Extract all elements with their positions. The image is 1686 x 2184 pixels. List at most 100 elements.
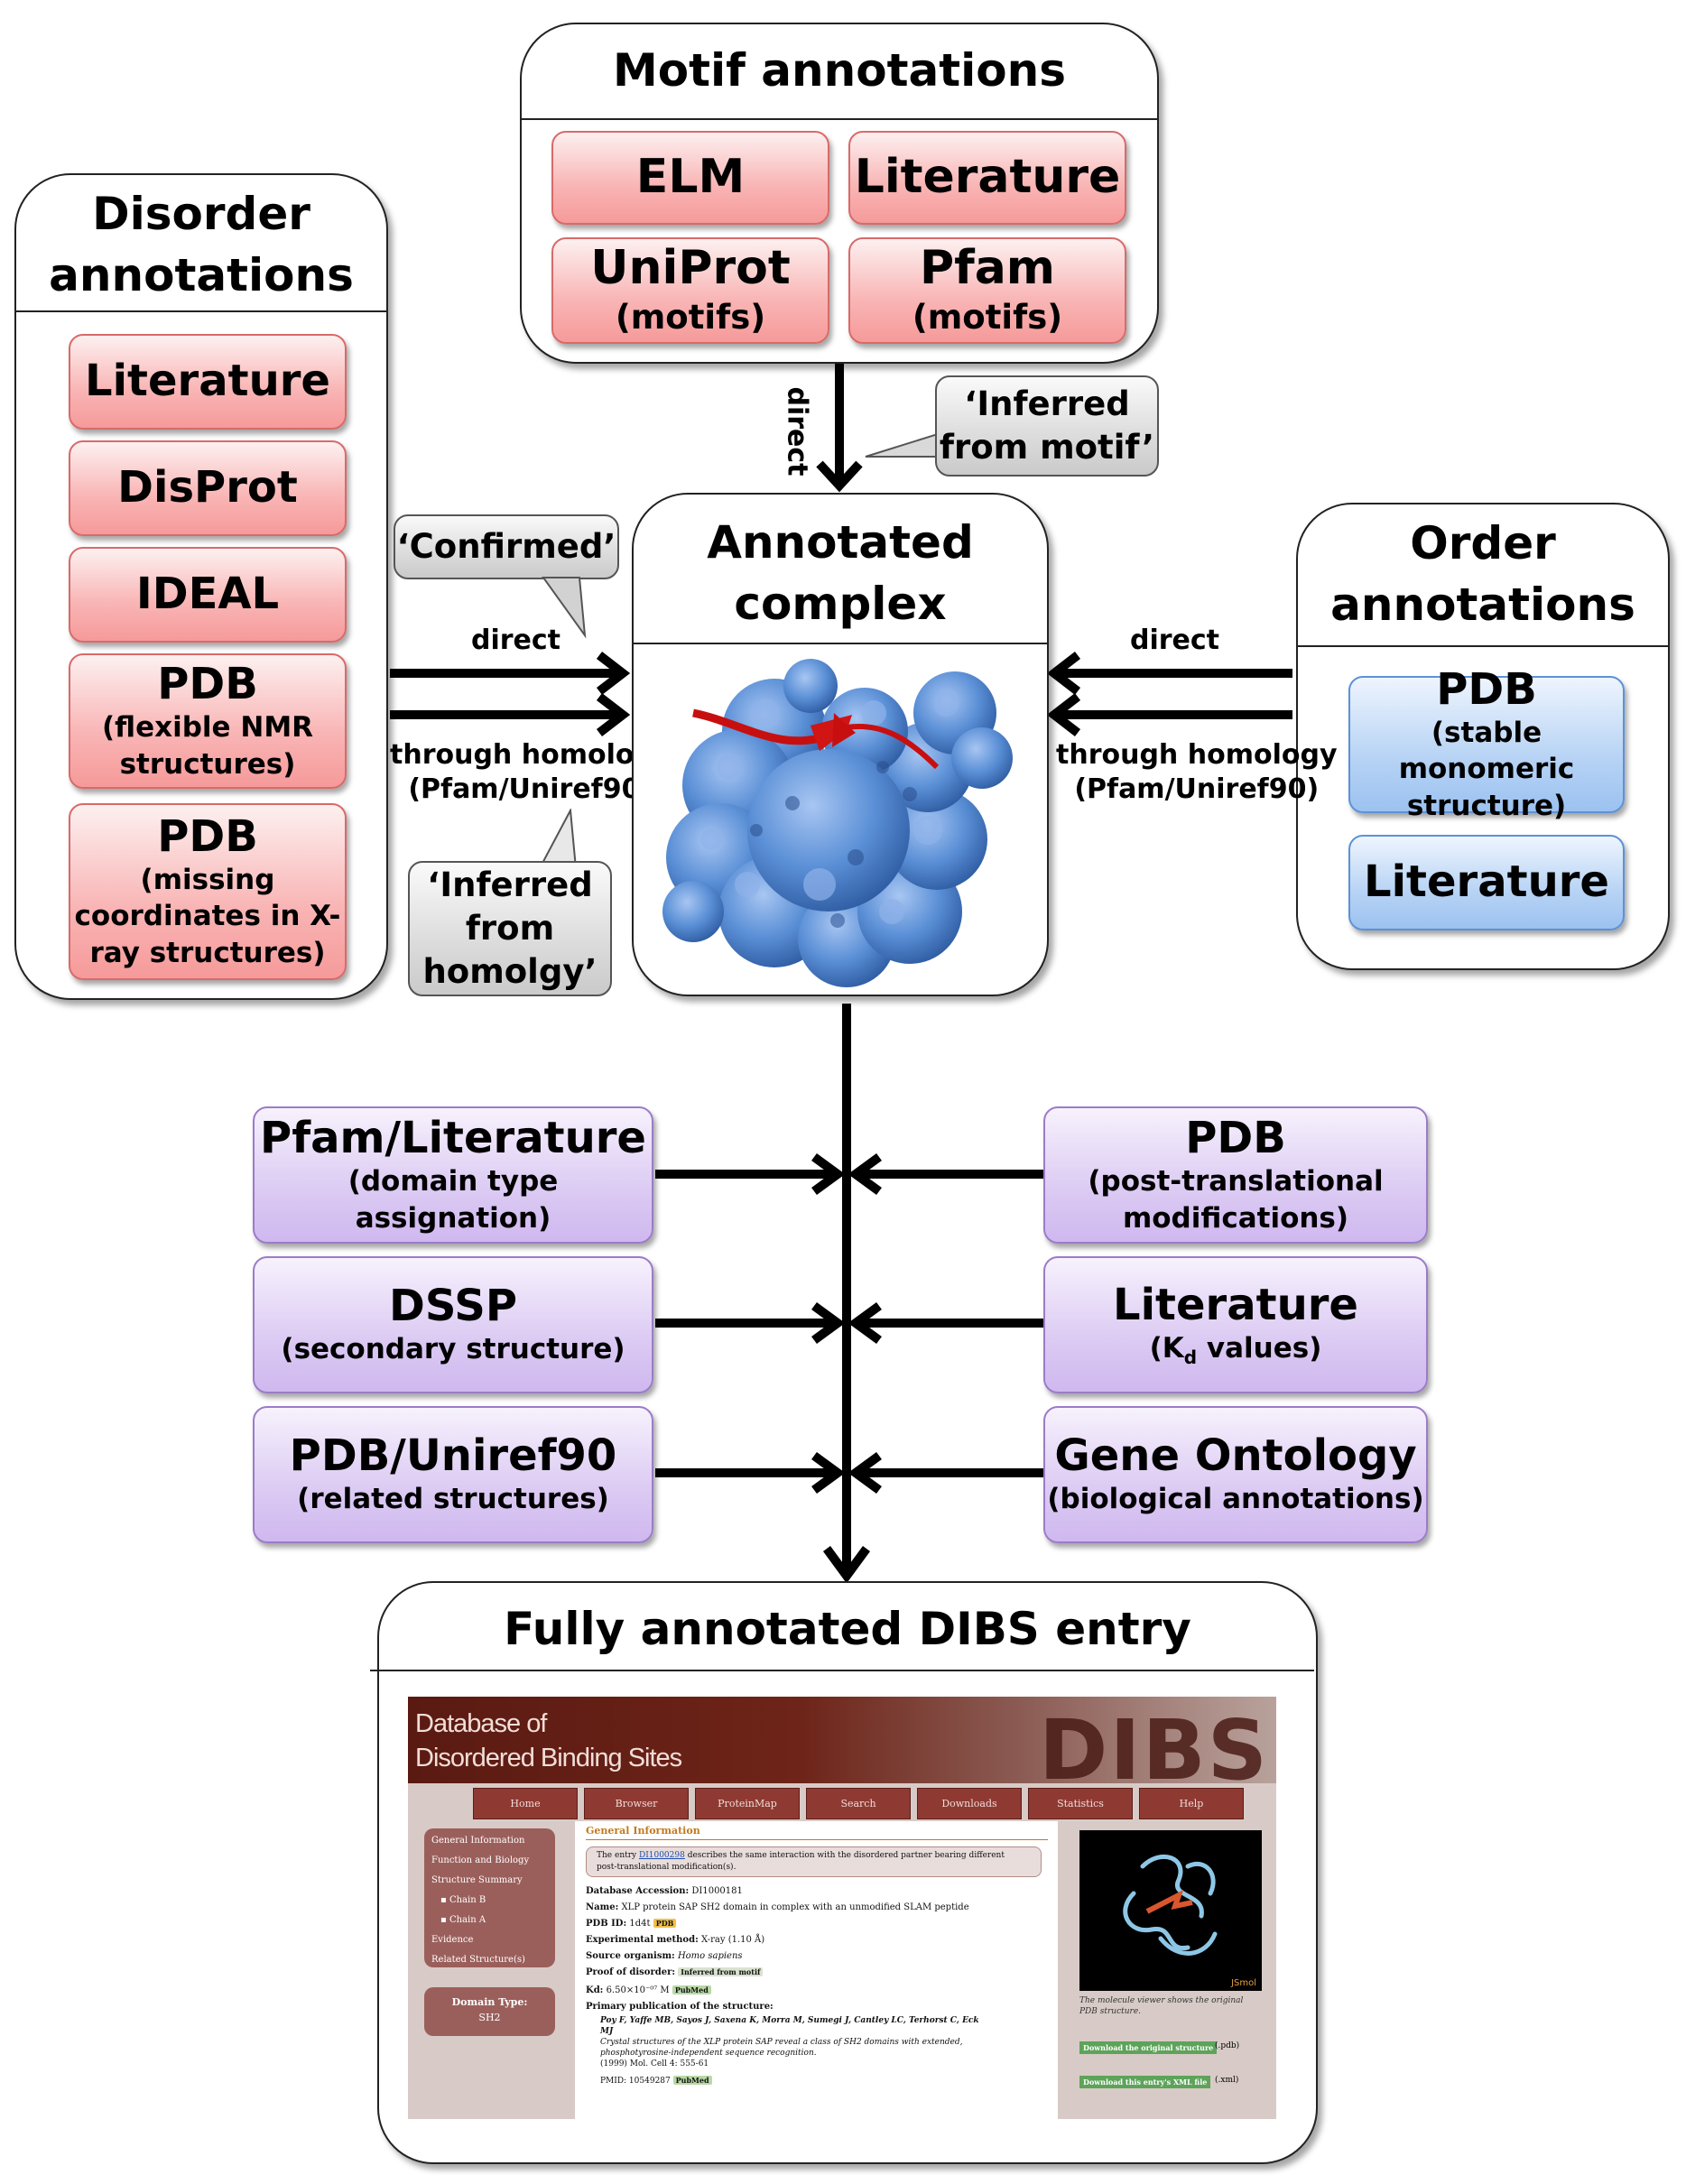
motif-box-sublabel: (motifs) [912, 297, 1063, 337]
source-sublabel: (secondary structure) [281, 1333, 625, 1366]
field-key: Experimental method: [586, 1935, 699, 1945]
nav-statistics[interactable]: Statistics [1028, 1788, 1133, 1819]
field-kd: Kd: 6.50×10⁻⁰⁷ M PubMed [586, 1985, 711, 1995]
disorder-box-label: PDB [157, 659, 258, 710]
entry-notice-line: post-translational modification(s). [597, 1863, 736, 1872]
complex-panel-title: Annotated complex [634, 513, 1047, 634]
pub-authors: Poy F, Yaffe MB, Sayos J, Saxena K, Morr… [600, 2016, 979, 2025]
sidebar-item-function-biology[interactable]: Function and Biology [431, 1855, 530, 1865]
sidebar-item-related-structures[interactable]: Related Structure(s) [431, 1955, 525, 1965]
download-structure-button[interactable]: Download the original structure [1079, 2041, 1218, 2054]
dibs-sidebar: General Information Function and Biology… [424, 1828, 555, 1967]
sidebar-item-chain-b[interactable]: ▪ Chain B [440, 1895, 486, 1905]
field-value: 1d4t [629, 1919, 651, 1929]
molecule-render: JSmol [1123, 1854, 1256, 1988]
motif-box-label: UniProt [590, 241, 791, 296]
motif-annotations-panel: Motif annotations ELM Literature UniProt… [520, 23, 1159, 364]
disorder-homology-label: through homology (Pfam/Uniref90) [390, 738, 672, 806]
motif-box-label: Literature [854, 150, 1121, 205]
dibs-site-title-line: Disordered Binding Sites [415, 1744, 682, 1772]
order-box-sublabel: (stable monomeric [1398, 717, 1575, 786]
homology-line: (Pfam/Uniref90) [408, 773, 653, 805]
dibs-domain-type: Domain Type: SH2 [424, 1987, 555, 2036]
field-pdb-id: PDB ID: 1d4t PDB [586, 1919, 677, 1929]
complex-panel-divider [634, 643, 1047, 644]
viewer-caption-line: The molecule viewer shows the original [1079, 1996, 1244, 2005]
notice-link[interactable]: DI1000298 [638, 1851, 685, 1860]
disorder-panel-divider [16, 310, 386, 312]
complex-title-line: Annotated [707, 516, 974, 569]
source-sublabel: (domain type assignation) [347, 1165, 559, 1235]
disorder-box-label: DisProt [117, 462, 298, 514]
disorder-box-sublabel: (flexible NMR [101, 711, 314, 745]
dibs-main-content: General Information The entry DI1000298 … [575, 1821, 1058, 2119]
source-pdb-ptm: PDB (post-translational modifications) [1043, 1106, 1428, 1244]
dibs-logo: DIBS [1039, 1702, 1269, 1799]
disorder-direct-label: direct [471, 625, 561, 656]
dibs-viewer-panel: JSmol The molecule viewer shows the orig… [1067, 1821, 1276, 2119]
section-underline [586, 1839, 1048, 1840]
nav-home[interactable]: Home [473, 1788, 578, 1819]
callout-line: homolgy’ [422, 952, 598, 992]
pubmed-tag[interactable]: PubMed [672, 1985, 711, 1994]
source-label: PDB/Uniref90 [289, 1430, 617, 1482]
disorder-box-literature: Literature [69, 334, 347, 430]
dibs-screenshot: Database of Disordered Binding Sites DIB… [408, 1697, 1276, 2119]
molecule-viewer[interactable]: JSmol [1079, 1830, 1262, 1991]
motif-box-sublabel: (motifs) [615, 297, 766, 337]
sidebar-item-general-information[interactable]: General Information [431, 1836, 525, 1846]
sidebar-item-chain-a[interactable]: ▪ Chain A [440, 1915, 486, 1925]
field-key: Kd: [586, 1985, 604, 1995]
kd-prefix: (K [1149, 1332, 1184, 1365]
field-proof: Proof of disorder: Inferred from motif [586, 1967, 764, 1977]
nav-search[interactable]: Search [806, 1788, 911, 1819]
order-title-line: annotations [1330, 578, 1635, 631]
disorder-title-line: annotations [49, 248, 354, 301]
order-box-label: Literature [1364, 856, 1609, 908]
pubmed-tag[interactable]: PubMed [672, 2076, 712, 2085]
protein-complex-image [662, 659, 1013, 987]
callout-line: from [465, 908, 555, 948]
order-box-pdb: PDB (stable monomeric structure) [1348, 664, 1625, 822]
field-key: Name: [586, 1902, 619, 1912]
download-xml-button[interactable]: Download this entry's XML file [1079, 2076, 1211, 2088]
motif-direct-label: direct [781, 386, 813, 477]
field-value: 6.50×10⁻⁰⁷ M [606, 1985, 670, 1995]
dibs-header: Database of Disordered Binding Sites DIB… [408, 1697, 1276, 1799]
jsmol-label: JSmol [1230, 1978, 1256, 1988]
source-label: Pfam/Literature [260, 1113, 646, 1164]
field-key: Primary publication of the structure: [586, 2002, 774, 2012]
disorder-box-label: PDB [157, 810, 258, 862]
field-value: X-ray (1.10 Å) [700, 1935, 765, 1945]
nav-proteinmap[interactable]: ProteinMap [695, 1788, 800, 1819]
nav-downloads[interactable]: Downloads [917, 1788, 1022, 1819]
pub-title: Crystal structures of the XLP protein SA… [600, 2038, 963, 2047]
source-gene-ontology: Gene Ontology (biological annotations) [1043, 1406, 1428, 1543]
field-accession: Database Accession: DI1000181 [586, 1886, 743, 1896]
disorder-box-ideal: IDEAL [69, 547, 347, 643]
disorder-box-pdb-nmr: PDB (flexible NMR structures) [69, 653, 347, 789]
kd-subscript: d [1183, 1346, 1198, 1369]
sidebar-item-structure-summary[interactable]: Structure Summary [431, 1875, 523, 1885]
disorder-box-sublabel: (missing [140, 864, 275, 897]
order-direct-label: direct [1130, 625, 1220, 656]
nav-help[interactable]: Help [1139, 1788, 1244, 1819]
complex-title-line: complex [734, 577, 947, 630]
sidebar-item-label: Chain A [449, 1915, 486, 1925]
motif-box-pfam: Pfam (motifs) [848, 237, 1126, 344]
field-key: Source organism: [586, 1951, 675, 1961]
sidebar-item-evidence[interactable]: Evidence [431, 1935, 474, 1945]
order-box-label: PDB [1436, 663, 1537, 715]
source-pdb-uniref90: PDB/Uniref90 (related structures) [253, 1406, 653, 1543]
nav-browser[interactable]: Browser [584, 1788, 689, 1819]
callout-line: ‘Inferred [427, 865, 593, 904]
field-key: Proof of disorder: [586, 1967, 676, 1977]
source-sublabel: (related structures) [297, 1483, 609, 1516]
callout-inferred-from-motif: ‘Inferred from motif’ [935, 375, 1159, 477]
field-publication: Primary publication of the structure: [586, 2002, 774, 2012]
kd-suffix: values) [1197, 1332, 1322, 1365]
source-sublabel: (Kd values) [1150, 1330, 1322, 1369]
callout-line: from motif’ [939, 428, 1155, 467]
order-box-sublabel: structure) [1406, 789, 1567, 822]
pdb-tag[interactable]: PDB [653, 1919, 677, 1928]
